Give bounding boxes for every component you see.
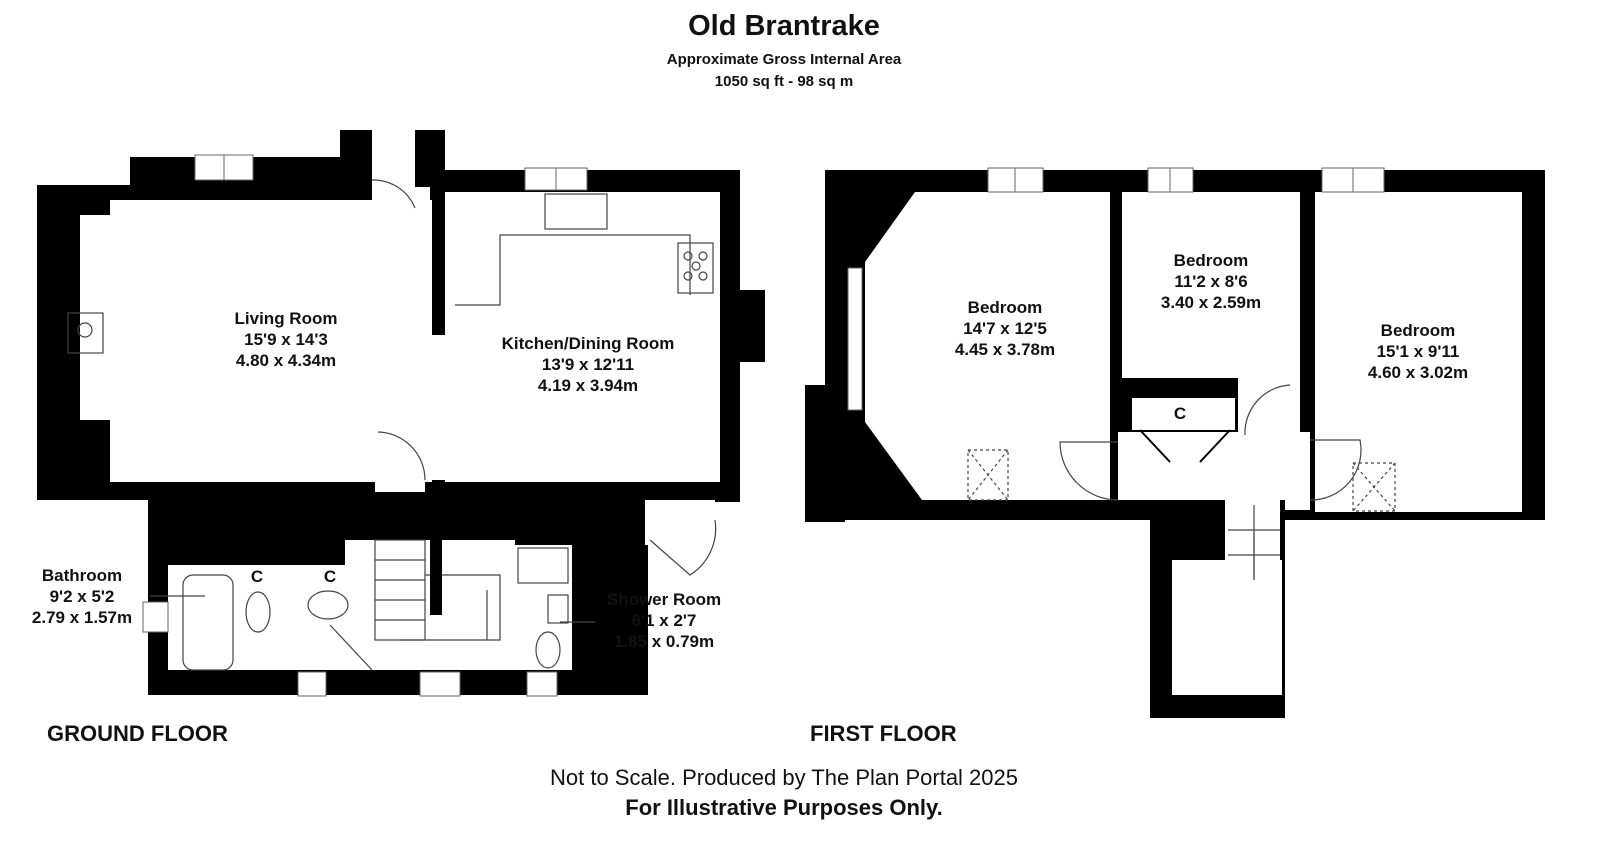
door-swing-icon <box>377 431 426 481</box>
room-name: Living Room <box>234 309 338 328</box>
first-floor-plan <box>805 167 1545 718</box>
cupboard-label: C <box>323 567 337 586</box>
room-label-shower-room: Shower Room 6'1 x 2'7 1.85 x 0.79m <box>607 589 721 652</box>
door-swing-icon <box>1059 441 1119 501</box>
hob-icon <box>677 242 714 294</box>
basin-icon <box>547 594 569 624</box>
room-metric: 4.80 x 4.34m <box>235 351 337 370</box>
skylight-icon <box>1352 462 1396 512</box>
staircase-icon <box>1228 505 1280 580</box>
plan-title: Old Brantrake <box>688 10 880 42</box>
door-swing-icon <box>371 179 416 209</box>
room-metric: 4.45 x 3.78m <box>954 340 1056 359</box>
room-metric: 4.19 x 3.94m <box>537 376 639 395</box>
door-swing-icon <box>1244 384 1291 436</box>
room-label-living-room: Living Room 15'9 x 14'3 4.80 x 4.34m <box>235 308 338 371</box>
room-label-kitchen-dining: Kitchen/Dining Room 13'9 x 12'11 4.19 x … <box>502 333 675 396</box>
room-name: Kitchen/Dining Room <box>501 334 675 353</box>
disclaimer-scale: Not to Scale. Produced by The Plan Porta… <box>550 765 1018 790</box>
room-imperial: 6'1 x 2'7 <box>631 611 697 630</box>
ground-floor-windows <box>142 154 588 697</box>
first-floor-label: FIRST FLOOR <box>810 721 957 746</box>
room-imperial: 13'9 x 12'11 <box>541 355 635 374</box>
room-name: Shower Room <box>606 590 722 609</box>
shower-tray-icon <box>517 547 569 584</box>
room-metric: 1.85 x 0.79m <box>613 632 715 651</box>
toilet-icon <box>535 631 561 669</box>
ground-floor-plan <box>37 130 765 697</box>
skylight-icon <box>967 449 1009 501</box>
gross-area: 1050 sq ft - 98 sq m <box>714 73 854 90</box>
room-name: Bedroom <box>967 298 1043 317</box>
stove-circle-icon <box>77 322 93 338</box>
sink-icon <box>544 193 608 230</box>
room-imperial: 15'1 x 9'11 <box>1376 342 1460 361</box>
staircase-icon <box>374 539 501 641</box>
door-swing-icon <box>1309 439 1362 501</box>
basin-icon <box>307 590 349 620</box>
room-metric: 2.79 x 1.57m <box>31 608 133 627</box>
bath-icon <box>182 574 234 671</box>
ground-floor-label: GROUND FLOOR <box>47 721 228 746</box>
room-label-bathroom: Bathroom 9'2 x 5'2 2.79 x 1.57m <box>32 565 132 628</box>
room-label-bedroom-2: Bedroom 11'2 x 8'6 3.40 x 2.59m <box>1161 250 1261 313</box>
disclaimer-illustrative: For Illustrative Purposes Only. <box>625 795 943 820</box>
first-floor-windows <box>847 167 1385 411</box>
cupboard-label: C <box>250 567 264 586</box>
toilet-icon <box>245 591 271 633</box>
fireplace-icon <box>67 312 104 354</box>
door-swing-icon <box>649 519 717 576</box>
room-name: Bedroom <box>1380 321 1456 340</box>
room-imperial: 11'2 x 8'6 <box>1174 272 1248 291</box>
plan-subtitle: Approximate Gross Internal Area <box>666 51 902 68</box>
first-floor-rooms <box>865 192 1522 695</box>
room-label-bedroom-1: Bedroom 14'7 x 12'5 4.45 x 3.78m <box>955 297 1055 360</box>
ground-floor-fixtures <box>67 179 717 671</box>
room-metric: 4.60 x 3.02m <box>1367 363 1469 382</box>
room-name: Bedroom <box>1173 251 1249 270</box>
ground-floor-rooms <box>80 130 720 670</box>
room-name: Bathroom <box>41 566 123 585</box>
cupboard-label: C <box>1173 404 1187 423</box>
room-imperial: 14'7 x 12'5 <box>963 319 1047 338</box>
room-imperial: 15'9 x 14'3 <box>244 330 328 349</box>
room-metric: 3.40 x 2.59m <box>1160 293 1262 312</box>
first-floor-fixtures <box>967 384 1396 580</box>
cupboard-door-icon <box>1139 429 1231 463</box>
room-imperial: 9'2 x 5'2 <box>49 587 115 606</box>
room-label-bedroom-3: Bedroom 15'1 x 9'11 4.60 x 3.02m <box>1368 320 1468 383</box>
